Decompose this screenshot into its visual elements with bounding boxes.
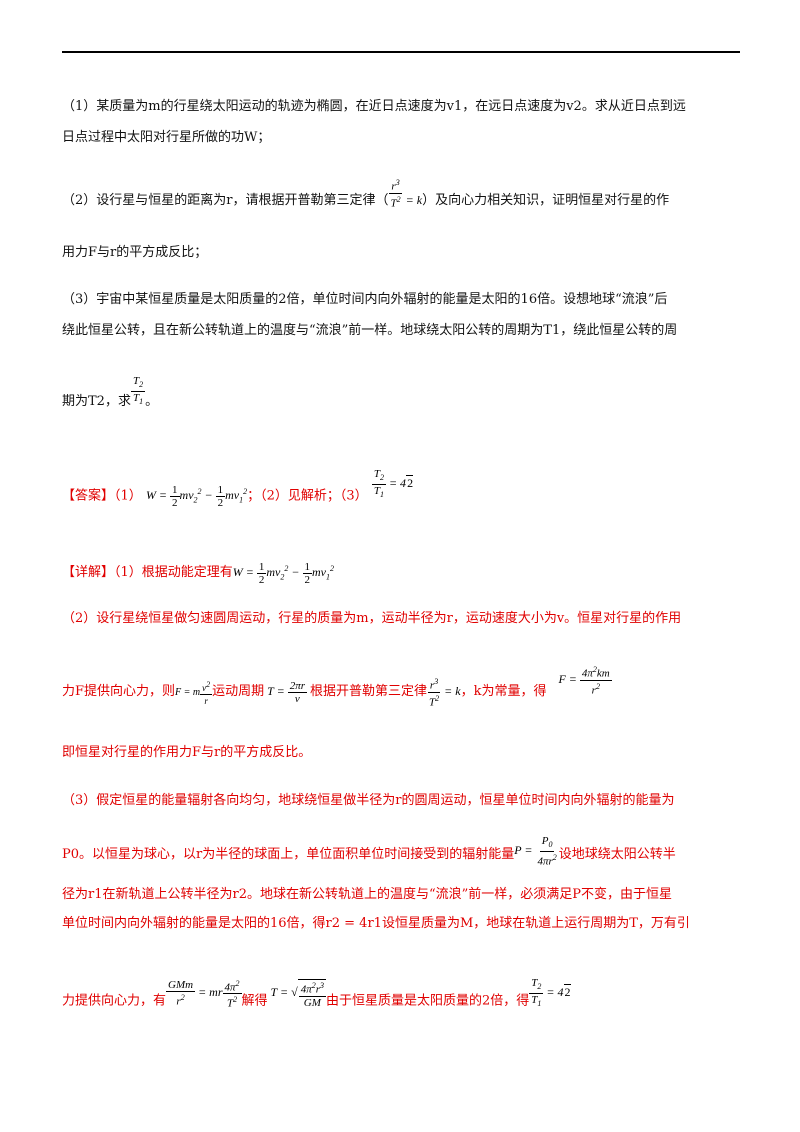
q3-text-2: 绕此恒星公转，且在新公转轨道上的温度与“流浪”前一样。地球绕太阳公转的周期为T1… — [62, 323, 678, 338]
detail-3-line2: P0。以恒星为球心，以r为半径的球面上，单位面积单位时间接受到的辐射能量P = … — [62, 835, 676, 872]
q1-text-1: （1）某质量为m的行星绕太阳运动的轨迹为椭圆，在近日点速度为v1，在远日点速度为… — [62, 99, 686, 114]
detail-d2-c: 根据开普勒第三定律 — [309, 683, 427, 699]
detail-3-line4: 单位时间内向外辐射的能量是太阳的16倍，得r2 = 4r1设恒星质量为M，地球在… — [62, 914, 690, 934]
detail-tag: 【详解】 — [62, 565, 115, 580]
detail-3-line1: （3）假定恒星的能量辐射各向均匀，地球绕恒星做半径为r的圆周运动，恒星单位时间内… — [62, 791, 675, 811]
header-rule — [62, 51, 740, 53]
q1-line2: 日点过程中太阳对行星所做的功W； — [62, 128, 270, 148]
detail-2-line1: （2）设行星绕恒星做匀速圆周运动，行星的质量为m，运动半径为r，运动速度大小为v… — [62, 609, 681, 629]
answer-tag: 【答案】 — [62, 488, 115, 504]
q2-text-post: ）及向心力相关知识，证明恒星对行星的作 — [422, 193, 670, 208]
detail-d2-a: 力F提供向心力，则 — [62, 683, 176, 699]
detail-d2-3: 即恒星对行星的作用力F与r的平方成反比。 — [62, 745, 312, 760]
detail-2-line3: 即恒星对行星的作用力F与r的平方成反比。 — [62, 743, 311, 763]
detail-d3-f: 解得 — [241, 993, 268, 1009]
q3-line1: （3）宇宙中某恒星质量是太阳质量的2倍，单位时间内向外辐射的能量是太阳的16倍。… — [62, 290, 667, 310]
detail-d2-d: ，k为常量，得 — [460, 683, 547, 699]
detail-d3-4: 单位时间内向外辐射的能量是太阳的16倍，得r2 = 4r1设恒星质量为M，地球在… — [62, 916, 690, 931]
q1-line1: （1）某质量为m的行星绕太阳运动的轨迹为椭圆，在近日点速度为v1，在远日点速度为… — [62, 97, 686, 117]
detail-d3-1: （3）假定恒星的能量辐射各向均匀，地球绕恒星做半径为r的圆周运动，恒星单位时间内… — [62, 793, 675, 808]
q3-end: 。 — [145, 394, 159, 409]
detail-d3-3: 径为r1在新轨道上公转半径为r2。地球在新公转轨道上的温度与“流浪”前一样，必须… — [62, 887, 673, 902]
detail-d3-g: 由于恒星质量是太阳质量的2倍，得 — [325, 993, 530, 1009]
detail-d2-1: （2）设行星绕恒星做匀速圆周运动，行星的质量为m，运动半径为r，运动速度大小为v… — [62, 611, 682, 626]
detail-3-line3: 径为r1在新轨道上公转半径为r2。地球在新公转轨道上的温度与“流浪”前一样，必须… — [62, 885, 672, 905]
detail-d3-b: 设地球绕太阳公转半 — [558, 847, 676, 863]
q3-text-1: （3）宇宙中某恒星质量是太阳质量的2倍，单位时间内向外辐射的能量是太阳的16倍。… — [62, 292, 668, 307]
answer-p1: （1） — [114, 488, 142, 504]
detail-d1: （1）根据动能定理有 — [114, 565, 233, 580]
detail-d2-b: 运动周期 — [212, 683, 265, 699]
detail-d3-a: P0。以恒星为球心，以r为半径的球面上，单位面积单位时间接受到的辐射能量 — [62, 847, 515, 863]
q2-text-pre: （2）设行星与恒星的距离为r，请根据开普勒第三定律（ — [62, 193, 389, 208]
detail-d3-e: 力提供向心力，有 — [62, 993, 167, 1009]
q3-line2: 绕此恒星公转，且在新公转轨道上的温度与“流浪”前一样。地球绕太阳公转的周期为T1… — [62, 321, 677, 341]
q2-text-2: 用力F与r的平方成反比； — [62, 245, 208, 260]
q2-line2: 用力F与r的平方成反比； — [62, 243, 207, 263]
q3-text-3: 期为T2，求 — [62, 394, 131, 409]
q1-text-2: 日点过程中太阳对行星所做的功W； — [62, 130, 271, 145]
answer-p2: ；（2）见解析；（3） — [247, 488, 368, 504]
